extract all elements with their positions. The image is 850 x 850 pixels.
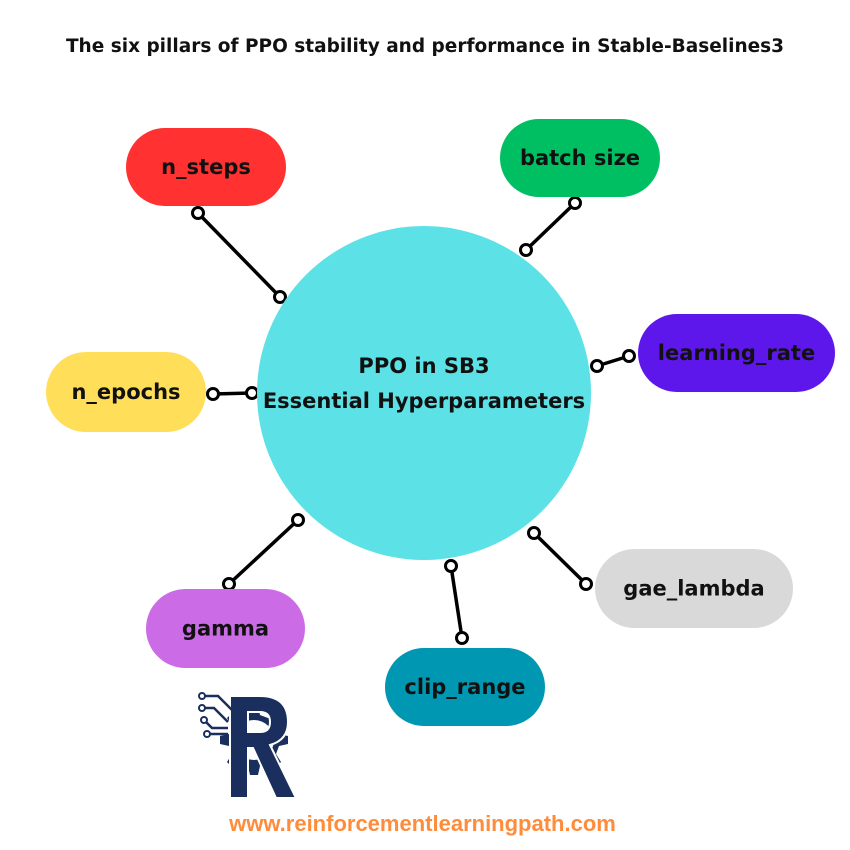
connector-dot-gamma-inner [291, 513, 305, 527]
node-learning-rate: learning_rate [638, 314, 835, 392]
hub-title: PPO in SB3 [358, 354, 489, 378]
node-label-clip-range: clip_range [404, 675, 525, 699]
parameter-nodes: n_steps batch size learning_rate n_epochsga… [46, 119, 835, 726]
connector-dot-gamma-outer [222, 577, 236, 591]
connector-dot-n-epochs-outer [206, 387, 220, 401]
connector-dot-gae-lambda-outer [579, 577, 593, 591]
node-batch-size: batch size [500, 119, 660, 197]
rl-gear-logo [198, 692, 298, 799]
connector-gamma [227, 518, 300, 586]
connector-dot-clip-range-inner [444, 559, 458, 573]
circuit-dots [198, 692, 211, 738]
node-pill-batch-size [500, 119, 660, 197]
connector-dot-learning-rate-outer [622, 349, 636, 363]
node-n-steps: n_steps [126, 128, 286, 206]
node-pill-learning-rate [638, 314, 835, 392]
connector-dot-n-steps-inner [273, 290, 287, 304]
node-label-gae-lambda: gae_lambda [623, 577, 764, 601]
node-label-n-epochs: n_epochs [71, 380, 180, 404]
website-url[interactable]: www.reinforcementlearningpath.com [229, 811, 616, 836]
connector-clip-range [449, 565, 464, 639]
connector-n-steps [196, 211, 282, 299]
node-pill-gae-lambda [595, 549, 793, 628]
node-label-n-steps: n_steps [161, 155, 251, 179]
node-n-epochs: n_epochs [46, 352, 206, 432]
connector-batch-size [524, 201, 577, 252]
node-gamma: gamma [146, 589, 305, 668]
node-label-gamma: gamma [182, 617, 269, 641]
node-pill-n-steps [126, 128, 286, 206]
node-gae-lambda: gae_lambda [595, 549, 793, 628]
node-pill-gamma [146, 589, 305, 668]
connector-dot-batch-size-outer [568, 196, 582, 210]
connector-dot-n-epochs-inner [245, 386, 259, 400]
node-pill-clip-range [385, 648, 545, 726]
connector-dot-clip-range-outer [455, 631, 469, 645]
node-label-learning-rate: learning_rate [658, 341, 815, 365]
diagram-title: The six pillars of PPO stability and per… [65, 36, 785, 57]
connector-gae-lambda [532, 531, 588, 586]
connector-dot-gae-lambda-inner [527, 526, 541, 540]
connectors [191, 196, 636, 645]
node-label-batch-size: batch size [520, 146, 640, 170]
node-pill-n-epochs [46, 352, 206, 432]
connector-dot-n-steps-outer [191, 206, 205, 220]
node-clip-range: clip_range [385, 648, 545, 726]
connector-dot-batch-size-inner [519, 243, 533, 257]
hub-subtitle: Essential Hyperparameters [263, 389, 585, 413]
connector-dot-learning-rate-inner [590, 359, 604, 373]
hub-circle [257, 226, 591, 560]
r-letter-icon [229, 695, 298, 799]
circuit-traces-icon [200, 694, 233, 736]
